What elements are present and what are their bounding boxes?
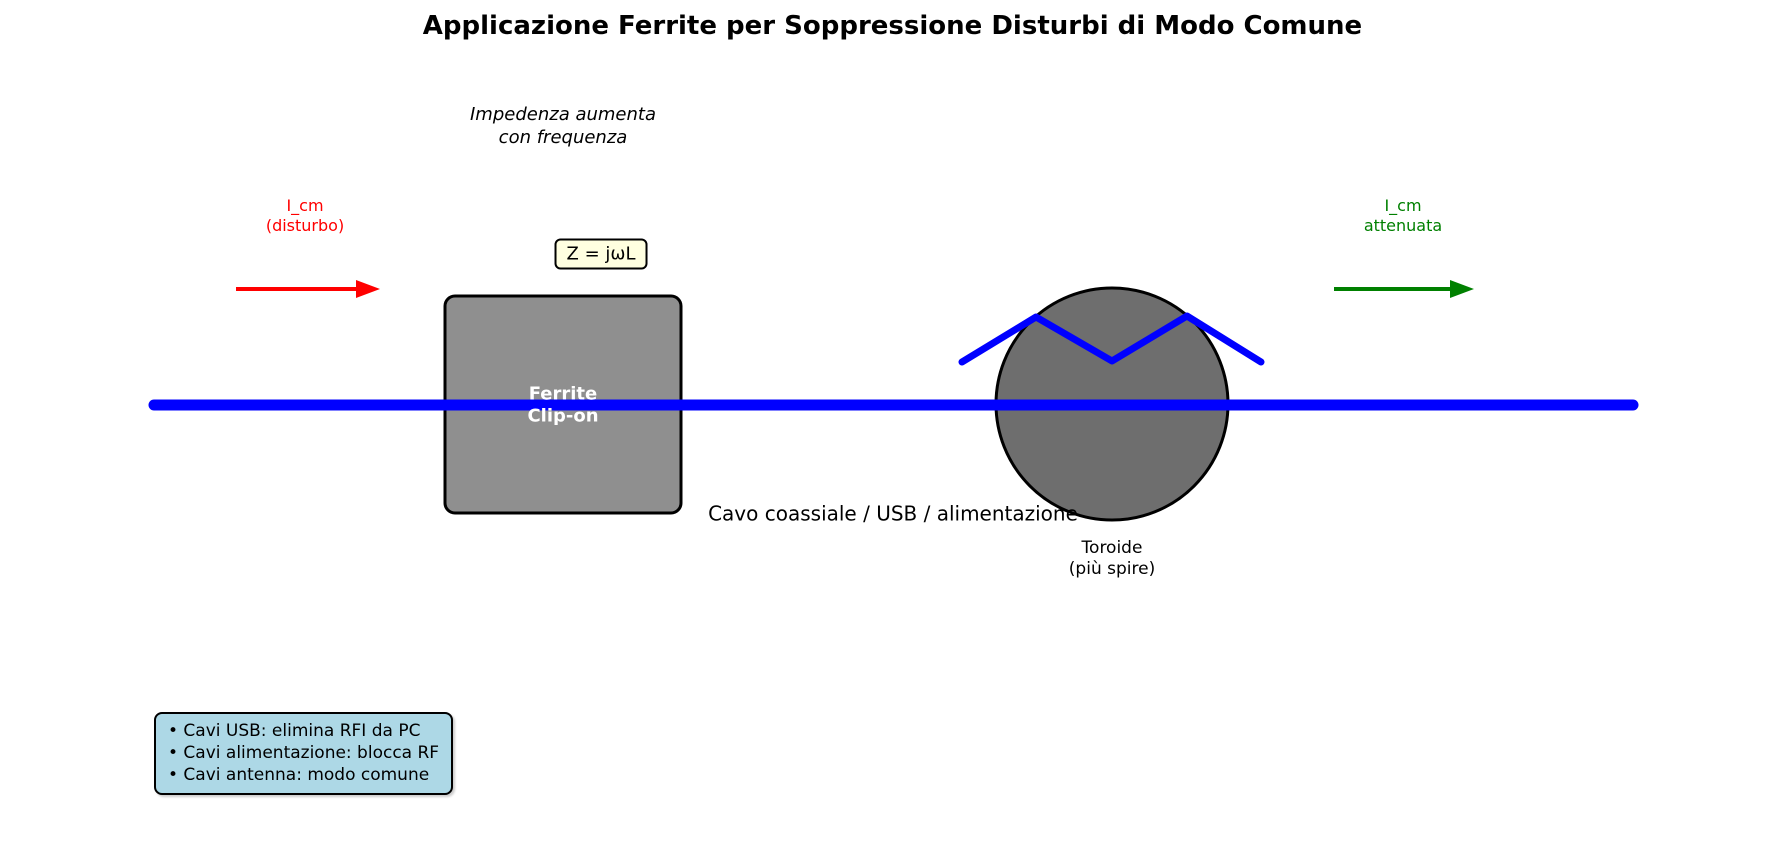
application-notes-box: • Cavi USB: elimina RFI da PC • Cavi ali… — [154, 712, 454, 796]
noise-current-label: I_cm (disturbo) — [265, 196, 345, 235]
impedance-formula: Z = jωL — [566, 243, 636, 265]
note-usb: • Cavi USB: elimina RFI da PC — [168, 721, 421, 741]
note-power: • Cavi alimentazione: blocca RF — [168, 742, 440, 763]
noise-arrow-head — [356, 280, 380, 298]
toroid-winding-zigzag — [958, 312, 1265, 366]
note-antenna: • Cavi antenna: modo comune — [168, 764, 430, 785]
toroid-label: Toroide (più spire) — [1068, 538, 1156, 580]
attenuated-arrow-head — [1450, 280, 1474, 298]
impedance-formula-box: Z = jωL — [554, 238, 648, 270]
ferrite-block-label: Ferrite Clip-on — [527, 383, 599, 426]
cable-type-label: Cavo coassiale / USB / alimentazione — [708, 501, 1078, 526]
attenuated-current-label: I_cm attenuata — [1363, 196, 1443, 235]
impedance-note: Impedenza aumenta con frequenza — [470, 104, 656, 148]
diagram-title: Applicazione Ferrite per Soppressione Di… — [422, 11, 1363, 41]
